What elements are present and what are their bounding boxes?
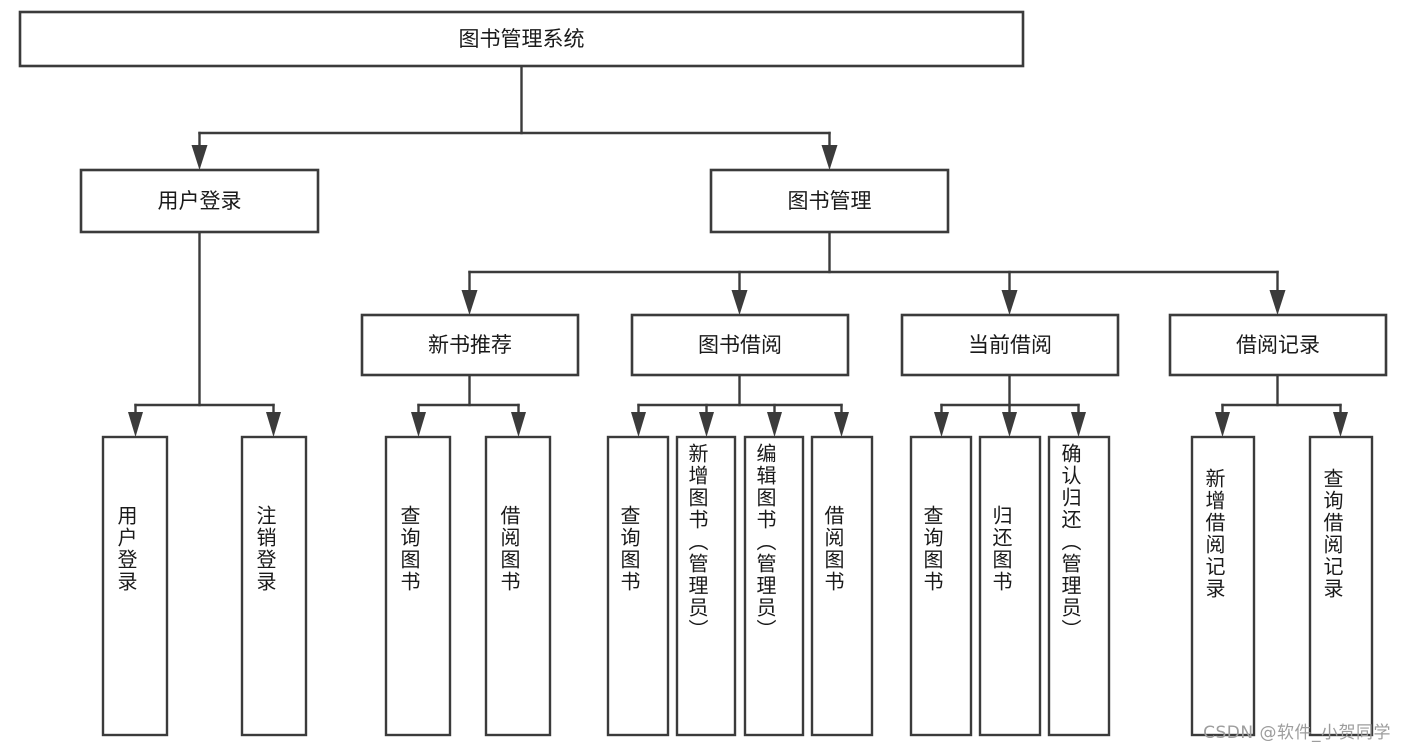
node-root-system[interactable]: 图书管理系统	[18, 10, 1025, 68]
leaf-box-query-book-rec[interactable]	[384, 435, 452, 737]
leaf-box-add-borrow-record[interactable]	[1190, 435, 1256, 737]
node-current-borrow[interactable]: 当前借阅	[900, 313, 1120, 377]
arrow-head-book-child-1	[461, 290, 478, 315]
node-book-borrow-box	[630, 313, 850, 377]
connector-group-new-book	[411, 373, 526, 437]
arrow-head-record-leaf-1	[1215, 412, 1230, 437]
leaf-box-query-borrow-record[interactable]	[1308, 435, 1374, 737]
node-user-login-label: 用户登录	[158, 189, 242, 213]
node-book-management-box	[709, 168, 950, 234]
connector-group-book-borrow	[631, 373, 849, 437]
leaf-box-confirm-return-admin[interactable]	[1047, 435, 1111, 737]
arrow-head-user-leaf-1	[128, 412, 143, 437]
arrow-head-newbook-leaf-2	[511, 412, 526, 437]
node-borrow-record[interactable]: 借阅记录	[1168, 313, 1388, 377]
leaf-box-query-book-borrow[interactable]	[606, 435, 670, 737]
node-root-label: 图书管理系统	[459, 27, 585, 51]
arrow-head-root-to-book	[821, 145, 838, 170]
arrow-head-borrow-leaf-1	[631, 412, 646, 437]
arrow-head-book-child-2	[731, 290, 748, 315]
leaf-box-edit-book-admin[interactable]	[743, 435, 805, 737]
connector-group-borrow-record	[1215, 373, 1348, 437]
arrow-head-book-child-3	[1001, 290, 1018, 315]
arrow-head-user-leaf-2	[266, 412, 281, 437]
arrow-head-current-leaf-3	[1071, 412, 1086, 437]
node-new-book-recommend-box	[360, 313, 580, 377]
arrow-head-borrow-leaf-2	[699, 412, 714, 437]
connector-group-current-borrow	[934, 373, 1086, 437]
leaf-box-borrow-book[interactable]	[810, 435, 874, 737]
node-user-login-box	[79, 168, 320, 234]
node-new-book-recommend-label: 新书推荐	[428, 333, 512, 357]
connector-group-book-manage	[461, 230, 1286, 315]
node-book-borrow[interactable]: 图书借阅	[630, 313, 850, 377]
connector-group-root	[191, 64, 838, 170]
node-borrow-record-label: 借阅记录	[1236, 333, 1320, 357]
leaf-boxes	[101, 435, 1374, 737]
leaf-box-add-book-admin[interactable]	[675, 435, 737, 737]
arrow-head-borrow-leaf-4	[834, 412, 849, 437]
node-book-management[interactable]: 图书管理	[709, 168, 950, 234]
node-borrow-record-box	[1168, 313, 1388, 377]
arrow-head-record-leaf-2	[1333, 412, 1348, 437]
node-new-book-recommend[interactable]: 新书推荐	[360, 313, 580, 377]
arrow-head-borrow-leaf-3	[767, 412, 782, 437]
leaf-box-user-login[interactable]	[101, 435, 169, 737]
arrow-head-current-leaf-2	[1002, 412, 1017, 437]
leaf-box-borrow-book-rec[interactable]	[484, 435, 552, 737]
node-user-login[interactable]: 用户登录	[79, 168, 320, 234]
leaf-box-return-book[interactable]	[978, 435, 1042, 737]
node-root-box	[18, 10, 1025, 68]
leaf-box-logout[interactable]	[240, 435, 308, 737]
leaf-box-query-book-current[interactable]	[909, 435, 973, 737]
node-book-management-label: 图书管理	[788, 189, 872, 213]
arrow-head-newbook-leaf-1	[411, 412, 426, 437]
node-current-borrow-label: 当前借阅	[968, 333, 1052, 357]
connector-group-user-login	[128, 230, 281, 437]
arrow-head-book-child-4	[1269, 290, 1286, 315]
arrow-head-current-leaf-1	[934, 412, 949, 437]
node-current-borrow-box	[900, 313, 1120, 377]
arrow-head-root-to-user	[191, 145, 208, 170]
watermark-text: CSDN @软件_小贺同学	[1203, 723, 1391, 743]
node-book-borrow-label: 图书借阅	[698, 333, 782, 357]
